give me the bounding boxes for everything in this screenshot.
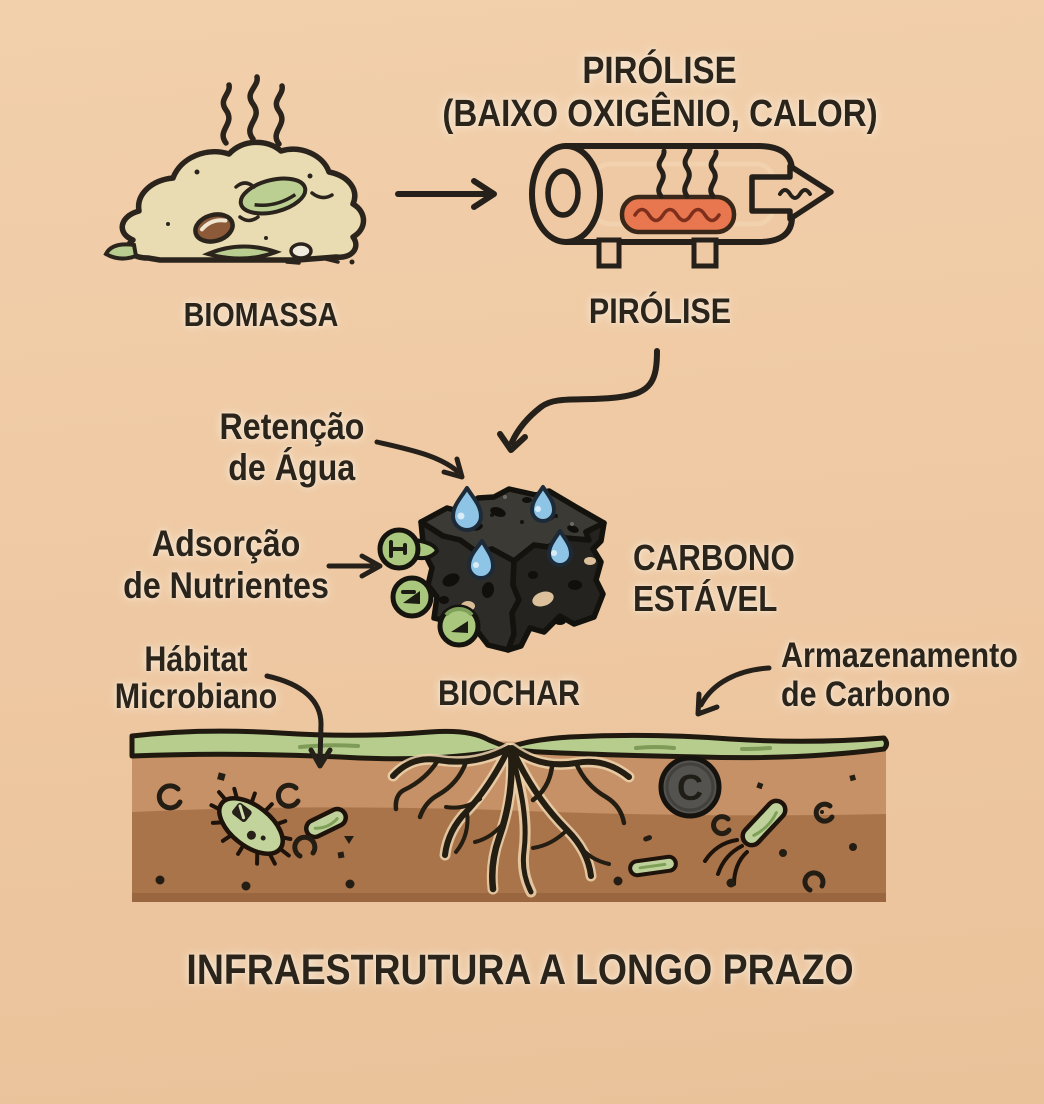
heating-element-icon <box>619 194 737 235</box>
soil-speckles <box>155 772 857 891</box>
microbial-habitat-arrow-icon <box>264 673 333 769</box>
water-droplet-icon <box>467 539 495 580</box>
pebble-icon <box>289 242 313 260</box>
label-biomassa: BIOMASSA <box>183 296 339 333</box>
caption: INFRAESTRUTURA A LONGO PRAZO <box>186 946 854 994</box>
microbe-flagella-icon <box>703 798 788 886</box>
carbon-circle-icon: C <box>658 755 722 819</box>
annotation-habitat-microbiano: Hábitat Microbiano <box>114 640 278 716</box>
exhaust-arrow-icon <box>749 163 834 222</box>
pyrolysis-to-biochar-arrow-icon <box>497 348 660 453</box>
soil-curl-icons <box>156 782 835 893</box>
microbe-bean-small-icon <box>628 854 678 878</box>
root-system-icon <box>390 745 632 895</box>
annotation-retencao-agua: Retenção de Água <box>219 406 365 488</box>
water-droplet-icons <box>451 485 573 580</box>
page-title: PIRÓLISE (BAIXO OXIGÊNIO, CALOR) <box>410 50 910 136</box>
water-retention-arrow-icon <box>374 439 465 480</box>
microbe-bean-icon <box>304 806 348 840</box>
annotation-armazenamento-carbono: Armazenamento de Carbono <box>781 636 1018 714</box>
soil-cross-section: C <box>129 728 889 902</box>
water-droplet-icon <box>547 529 573 567</box>
flow-arrow-icon <box>395 178 497 210</box>
steam-icon <box>220 74 285 147</box>
carbon-symbol: C <box>677 767 703 808</box>
title-line-2: (BAIXO OXIGÊNIO, CALOR) <box>442 93 878 135</box>
nutrient-circle-icon-2 <box>390 575 434 619</box>
label-biochar: BIOCHAR <box>437 674 581 713</box>
title-line-1: PIRÓLISE <box>582 50 738 92</box>
microbe-spiky-icon <box>209 786 293 866</box>
annotation-adsorcao-nutrientes: Adsorção de Nutrientes <box>123 523 329 606</box>
carbon-storage-arrow-icon <box>695 665 772 717</box>
water-droplet-icon <box>451 486 483 532</box>
pyrolysis-chamber-icon <box>529 143 834 269</box>
label-pirolise: PIRÓLISE <box>588 292 732 331</box>
chamber-steam-icon <box>656 145 719 199</box>
water-droplet-icon <box>530 485 556 523</box>
nutrient-circle-icon-3 <box>437 604 481 648</box>
seed-icon <box>193 212 235 244</box>
label-carbono-estavel: CARBONO ESTÁVEL <box>633 537 795 619</box>
nutrient-adsorption-arrow-icon <box>326 553 383 579</box>
biomass-pile-icon <box>103 139 367 265</box>
nutrient-circle-icon-1 <box>377 527 440 571</box>
